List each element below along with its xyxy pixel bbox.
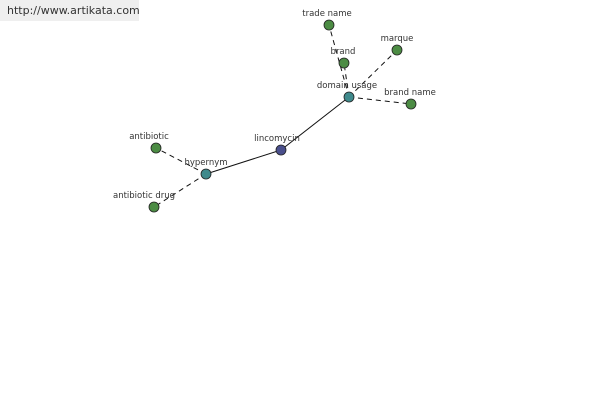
node-brand-name[interactable] [405, 98, 417, 110]
node-marque[interactable] [391, 44, 403, 56]
label-marque[interactable]: marque [381, 34, 414, 44]
watermark-url[interactable]: http://www.artikata.com [0, 0, 140, 21]
label-antibiotic[interactable]: antibiotic [129, 132, 169, 142]
graph-edges [153, 24, 412, 208]
edge-lincomycin-domain-usage [280, 96, 350, 151]
node-antibiotic[interactable] [150, 142, 162, 154]
edge-hypernym-antibiotic [155, 147, 207, 175]
label-trade-name[interactable]: trade name [302, 9, 351, 19]
node-lincomycin[interactable] [275, 144, 287, 156]
label-hypernym[interactable]: hypernym [184, 158, 227, 168]
label-antibiotic-drug[interactable]: antibiotic drug [113, 191, 175, 201]
graph-labels: lincomycin domain usage hypernym trade name… [113, 9, 436, 201]
label-lincomycin[interactable]: lincomycin [254, 134, 300, 144]
node-domain-usage[interactable] [343, 91, 355, 103]
edge-lincomycin-hypernym [205, 149, 282, 175]
node-brand[interactable] [338, 57, 350, 69]
edge-domain-usage-marque [348, 49, 398, 98]
edge-domain-usage-brand-name [348, 96, 412, 105]
node-trade-name[interactable] [323, 19, 335, 31]
label-brand[interactable]: brand [331, 47, 356, 57]
edge-domain-usage-brand [343, 62, 350, 98]
graph-nodes [148, 19, 417, 213]
node-hypernym[interactable] [200, 168, 212, 180]
edge-hypernym-antibiotic-drug [153, 173, 207, 208]
label-brand-name[interactable]: brand name [384, 88, 436, 98]
node-antibiotic-drug[interactable] [148, 201, 160, 213]
label-domain-usage[interactable]: domain usage [317, 81, 377, 91]
